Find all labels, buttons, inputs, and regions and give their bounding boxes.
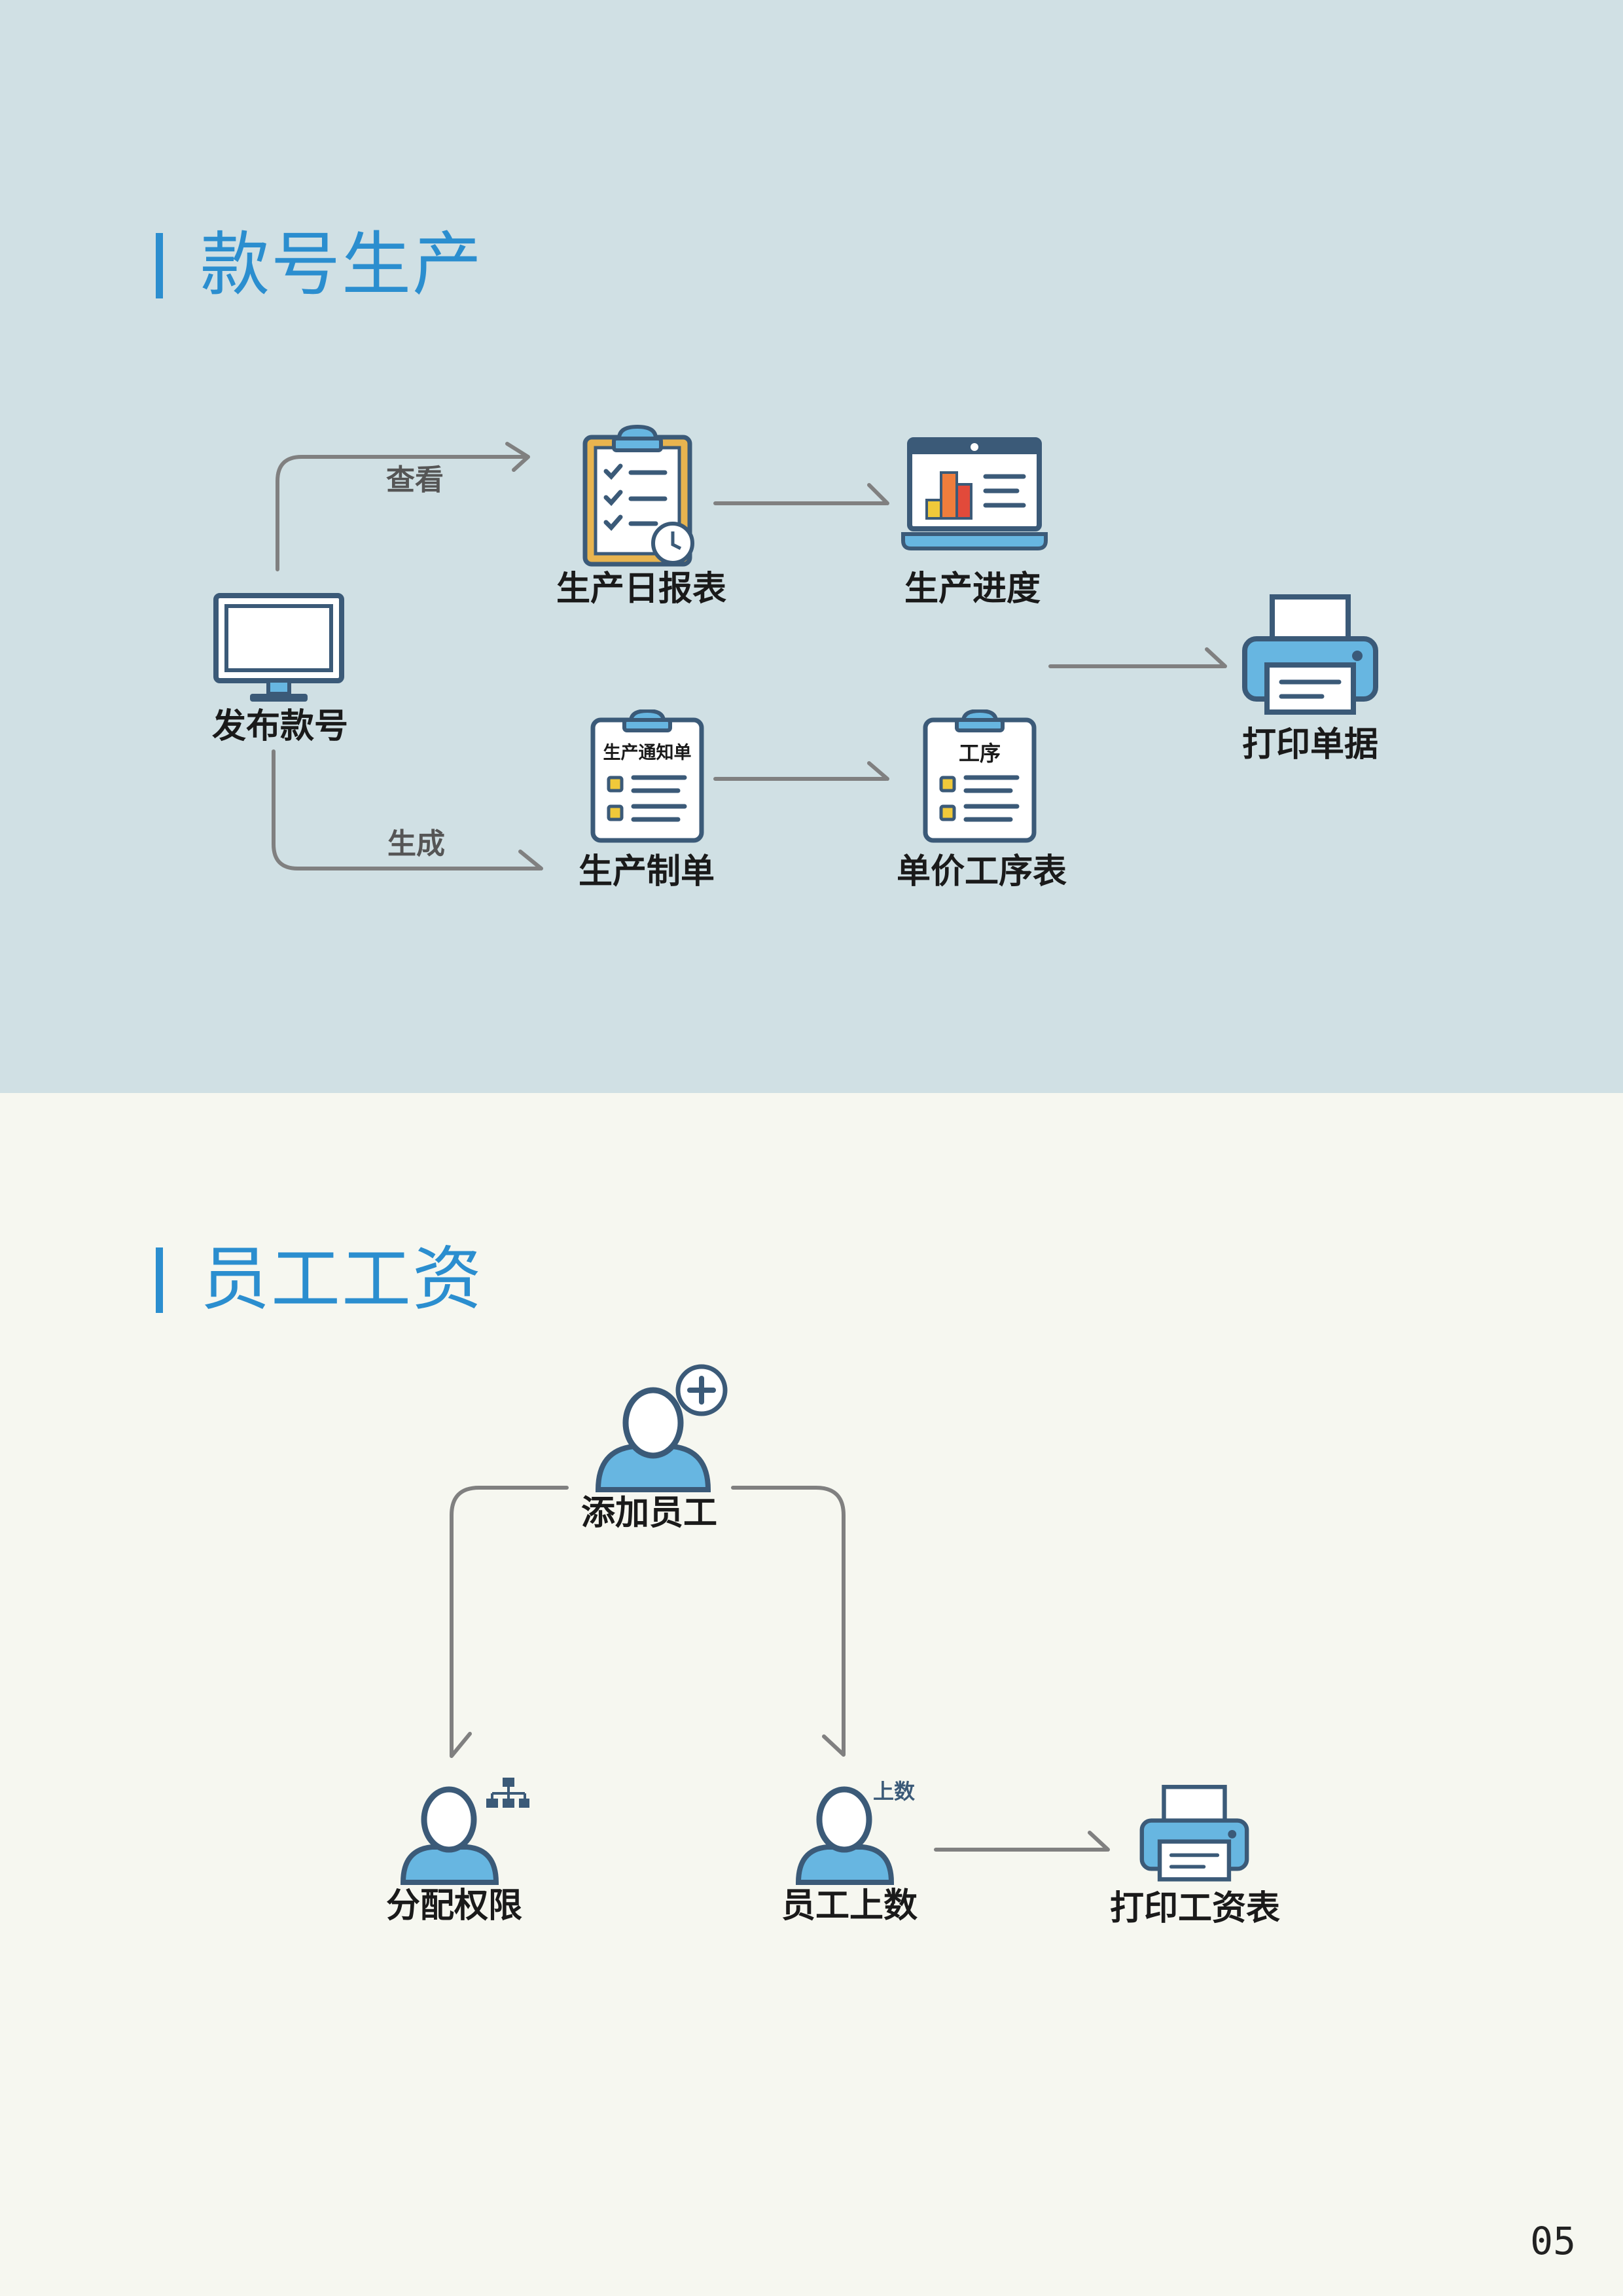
node-process-table: 单价工序表 <box>896 852 1067 891</box>
printer-icon <box>1242 594 1378 715</box>
user-hierarchy-icon <box>400 1778 529 1885</box>
connector-view <box>276 442 530 571</box>
notice-sheet-icon-text: 生产通知单 <box>603 743 692 763</box>
connector-to-print-salary <box>934 1831 1110 1852</box>
laptop-chart-icon <box>901 437 1048 550</box>
node-print-salary: 打印工资表 <box>1109 1889 1281 1928</box>
node-publish-style: 发布款号 <box>211 707 349 746</box>
section-style-production <box>0 0 1623 1093</box>
edge-label-generate: 生成 <box>387 827 445 861</box>
upload-badge-text: 上数 <box>873 1779 916 1804</box>
add-user-icon <box>595 1364 728 1492</box>
connector-report-progress <box>713 483 889 505</box>
title-accent-bar <box>156 1247 163 1313</box>
page-number: 05 <box>1530 2219 1576 2263</box>
clipboard-checklist-icon <box>582 424 694 567</box>
node-employee-upload: 员工上数 <box>781 1886 918 1926</box>
node-production-order: 生产制单 <box>578 852 715 891</box>
section-title: 员工工资 <box>200 1239 483 1319</box>
node-assign-permissions: 分配权限 <box>385 1886 523 1926</box>
process-sheet-icon: 工序 <box>921 709 1038 843</box>
notice-sheet-icon: 生产通知单 <box>589 709 705 843</box>
node-production-progress: 生产进度 <box>904 569 1041 609</box>
connector-to-print <box>1048 647 1227 668</box>
user-upload-icon: 上数 <box>794 1775 925 1885</box>
node-daily-report: 生产日报表 <box>556 569 727 609</box>
process-sheet-icon-text: 工序 <box>958 741 1001 766</box>
connector-to-permissions <box>450 1486 569 1758</box>
title-accent-bar <box>156 233 163 298</box>
connector-to-upload <box>731 1486 846 1757</box>
printer-icon <box>1139 1785 1249 1882</box>
connector-order-process <box>713 761 889 781</box>
node-add-employee: 添加员工 <box>580 1494 718 1533</box>
node-print-documents: 打印单据 <box>1241 725 1379 764</box>
monitor-icon <box>213 593 344 702</box>
edge-label-view: 查看 <box>386 463 444 497</box>
section-title: 款号生产 <box>200 224 483 305</box>
connector-generate <box>272 749 543 870</box>
section-employee-salary <box>0 1093 1623 2296</box>
